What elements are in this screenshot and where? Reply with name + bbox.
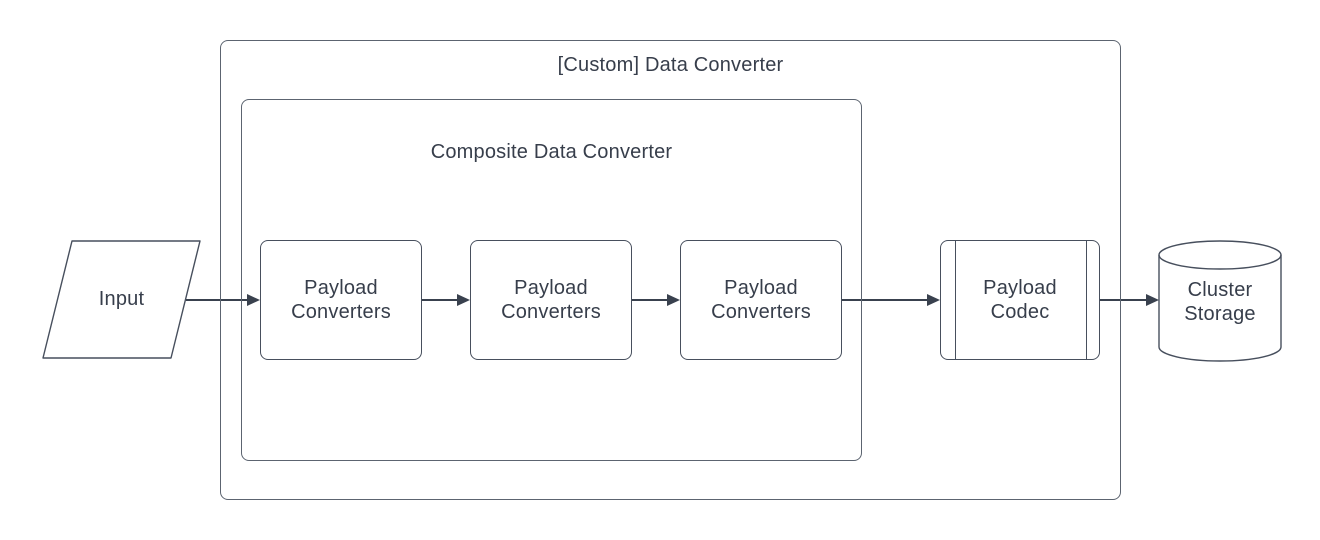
input-parallelogram-shape	[42, 240, 201, 359]
codec-side-line-right	[1085, 241, 1087, 359]
arrowhead-icon	[667, 294, 680, 306]
edge-converter1-to-converter2	[420, 294, 470, 306]
payload-converters-label: Payload Converters	[501, 276, 601, 323]
edge-codec-to-storage	[1098, 294, 1159, 306]
payload-converters-label: Payload Converters	[711, 276, 811, 323]
composite-data-converter-container: Composite Data Converter	[241, 99, 862, 461]
payload-converters-node-1: Payload Converters	[260, 240, 422, 360]
arrowhead-icon	[927, 294, 940, 306]
edge-converter3-to-codec	[840, 294, 940, 306]
custom-data-converter-container: [Custom] Data Converter	[220, 40, 1121, 500]
custom-data-converter-title: [Custom] Data Converter	[557, 54, 784, 76]
arrowhead-icon	[247, 294, 260, 306]
edge-converter2-to-converter3	[630, 294, 680, 306]
payload-converters-label: Payload Converters	[291, 276, 391, 323]
arrowhead-icon	[457, 294, 470, 306]
codec-side-line-left	[955, 241, 957, 359]
composite-data-converter-title: Composite Data Converter	[430, 141, 673, 163]
arrowhead-icon	[1146, 294, 1159, 306]
edge-input-to-converter1	[186, 294, 260, 306]
cluster-storage-cylinder-shape	[1158, 240, 1282, 362]
payload-converters-node-2: Payload Converters	[470, 240, 632, 360]
cluster-storage-cylinder-lid	[1158, 254, 1282, 270]
payload-codec-node: Payload Codec	[940, 240, 1100, 360]
payload-converters-node-3: Payload Converters	[680, 240, 842, 360]
payload-codec-label: Payload Codec	[983, 276, 1057, 323]
